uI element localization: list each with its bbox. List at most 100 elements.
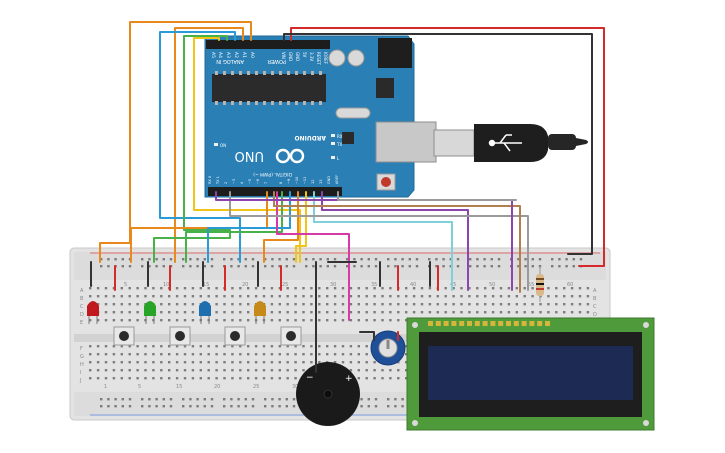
breadboard-hole[interactable] xyxy=(230,405,233,408)
breadboard-hole[interactable] xyxy=(456,258,460,261)
breadboard-hole[interactable] xyxy=(389,303,392,306)
lcd-16x2-module[interactable] xyxy=(406,317,655,431)
breadboard-hole[interactable] xyxy=(452,303,455,306)
breadboard-hole[interactable] xyxy=(223,361,226,364)
breadboard-hole[interactable] xyxy=(247,295,250,298)
breadboard-hole[interactable] xyxy=(517,258,520,261)
breadboard-hole[interactable] xyxy=(349,303,353,306)
breadboard-hole[interactable] xyxy=(491,287,495,290)
breadboard-hole[interactable] xyxy=(155,258,158,261)
breadboard-hole[interactable] xyxy=(357,377,360,380)
breadboard-hole[interactable] xyxy=(349,353,353,356)
wire-black-jumper[interactable] xyxy=(359,331,375,341)
breadboard-hole[interactable] xyxy=(460,303,463,306)
breadboard-hole[interactable] xyxy=(294,361,297,364)
breadboard-hole[interactable] xyxy=(394,258,397,261)
breadboard-hole[interactable] xyxy=(239,345,242,348)
breadboard-hole[interactable] xyxy=(215,295,218,298)
breadboard-hole[interactable] xyxy=(210,258,214,261)
breadboard-hole[interactable] xyxy=(231,287,234,290)
breadboard-hole[interactable] xyxy=(168,319,171,322)
breadboard-hole[interactable] xyxy=(278,345,281,348)
breadboard-hole[interactable] xyxy=(572,258,575,261)
led-yellow[interactable] xyxy=(254,301,266,324)
breadboard-hole[interactable] xyxy=(326,345,329,348)
breadboard-hole[interactable] xyxy=(270,361,274,364)
breadboard-hole[interactable] xyxy=(136,345,139,348)
led-red[interactable] xyxy=(87,301,99,324)
breadboard-hole[interactable] xyxy=(452,295,455,298)
breadboard-hole[interactable] xyxy=(460,311,463,314)
breadboard-hole[interactable] xyxy=(215,361,218,364)
breadboard-hole[interactable] xyxy=(333,295,337,298)
breadboard-hole[interactable] xyxy=(318,311,321,314)
breadboard-hole[interactable] xyxy=(310,319,313,322)
breadboard-hole[interactable] xyxy=(128,345,131,348)
breadboard-hole[interactable] xyxy=(310,287,313,290)
breadboard-hole[interactable] xyxy=(230,258,233,261)
breadboard-hole[interactable] xyxy=(207,353,210,356)
breadboard-hole[interactable] xyxy=(160,311,163,314)
breadboard-hole[interactable] xyxy=(168,345,171,348)
breadboard-hole[interactable] xyxy=(112,295,116,298)
breadboard-hole[interactable] xyxy=(207,377,210,380)
breadboard-hole[interactable] xyxy=(191,287,195,290)
breadboard-hole[interactable] xyxy=(175,319,179,322)
lcd-pin[interactable] xyxy=(506,321,511,326)
breadboard-hole[interactable] xyxy=(89,345,92,348)
breadboard-hole[interactable] xyxy=(360,265,363,268)
lcd-pin[interactable] xyxy=(513,321,519,326)
breadboard-hole[interactable] xyxy=(515,287,518,290)
breadboard-hole[interactable] xyxy=(286,345,289,348)
breadboard-hole[interactable] xyxy=(476,303,479,306)
breadboard-hole[interactable] xyxy=(292,398,296,401)
breadboard-hole[interactable] xyxy=(373,319,376,322)
breadboard-hole[interactable] xyxy=(394,265,397,268)
breadboard-hole[interactable] xyxy=(271,398,274,401)
lcd-pin[interactable] xyxy=(537,321,543,326)
breadboard-hole[interactable] xyxy=(199,361,202,364)
breadboard-hole[interactable] xyxy=(136,377,139,380)
breadboard-hole[interactable] xyxy=(278,295,281,298)
breadboard-hole[interactable] xyxy=(365,295,368,298)
breadboard-hole[interactable] xyxy=(191,353,195,356)
breadboard-hole[interactable] xyxy=(231,353,234,356)
breadboard-hole[interactable] xyxy=(144,295,147,298)
breadboard-hole[interactable] xyxy=(401,398,404,401)
resistor[interactable] xyxy=(536,266,544,302)
breadboard-hole[interactable] xyxy=(169,398,173,401)
lcd-pin[interactable] xyxy=(435,321,441,326)
breadboard-hole[interactable] xyxy=(244,265,247,268)
breadboard-hole[interactable] xyxy=(120,377,123,380)
breadboard-hole[interactable] xyxy=(539,311,542,314)
breadboard-hole[interactable] xyxy=(215,377,218,380)
breadboard-hole[interactable] xyxy=(278,258,281,261)
breadboard-hole[interactable] xyxy=(570,311,574,314)
breadboard-hole[interactable] xyxy=(104,345,108,348)
breadboard-hole[interactable] xyxy=(100,398,103,401)
breadboard-hole[interactable] xyxy=(89,353,92,356)
breadboard-hole[interactable] xyxy=(531,265,534,268)
breadboard-hole[interactable] xyxy=(112,353,116,356)
breadboard-hole[interactable] xyxy=(312,258,315,261)
breadboard-hole[interactable] xyxy=(517,265,520,268)
lcd-pin[interactable] xyxy=(490,321,496,326)
breadboard-hole[interactable] xyxy=(223,398,226,401)
breadboard-hole[interactable] xyxy=(405,369,408,372)
breadboard-hole[interactable] xyxy=(442,265,445,268)
breadboard-hole[interactable] xyxy=(468,311,471,314)
breadboard-hole[interactable] xyxy=(286,303,289,306)
breadboard-hole[interactable] xyxy=(408,258,411,261)
breadboard-hole[interactable] xyxy=(387,398,390,401)
breadboard-hole[interactable] xyxy=(168,377,171,380)
breadboard-hole[interactable] xyxy=(365,319,368,322)
breadboard-hole[interactable] xyxy=(405,287,408,290)
breadboard-hole[interactable] xyxy=(286,353,289,356)
breadboard-hole[interactable] xyxy=(270,303,274,306)
breadboard-hole[interactable] xyxy=(231,369,234,372)
breadboard-hole[interactable] xyxy=(107,265,110,268)
breadboard-hole[interactable] xyxy=(305,258,308,261)
breadboard-hole[interactable] xyxy=(183,353,187,356)
breadboard-hole[interactable] xyxy=(555,287,558,290)
breadboard-hole[interactable] xyxy=(523,303,526,306)
